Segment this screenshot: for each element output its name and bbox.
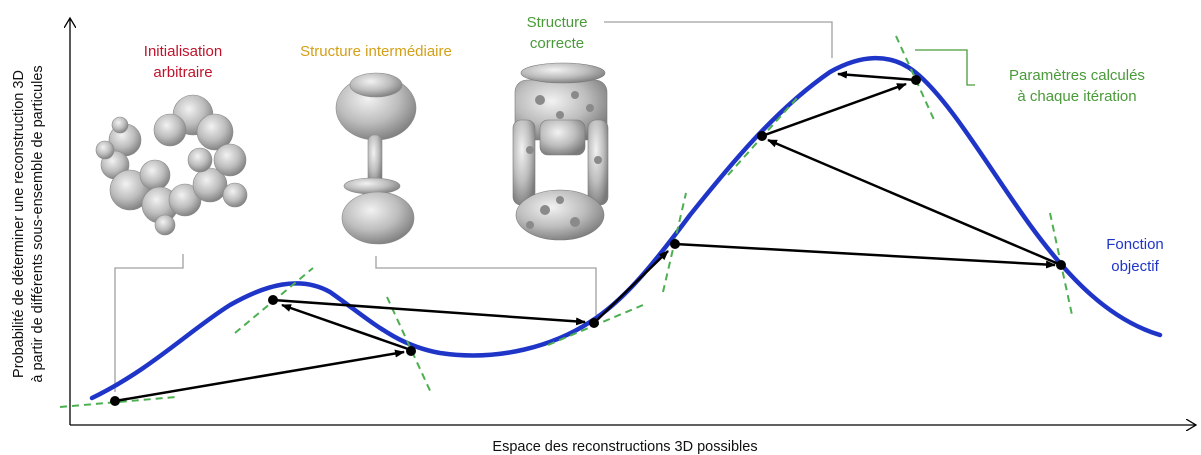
iteration-point (110, 396, 120, 406)
connector-correcte (604, 21, 833, 58)
arrow-4 (593, 250, 669, 324)
arrow-3 (272, 298, 586, 326)
label-parametres-1: Paramètres calculés (1009, 67, 1145, 84)
initialisation-structure-image (95, 94, 248, 236)
arrow-7 (761, 82, 907, 138)
arrow-2 (281, 303, 412, 352)
arrow-6 (767, 138, 1062, 267)
label-fonction-1: Fonction (1106, 236, 1164, 253)
label-parametres-2: à chaque itération (1017, 88, 1136, 105)
correcte-structure-image (512, 62, 609, 241)
iteration-point (757, 131, 767, 141)
iteration-point (268, 295, 278, 305)
label-initialisation-1: Initialisation (144, 43, 222, 60)
tangent-7 (895, 35, 936, 123)
iteration-point (670, 239, 680, 249)
y-axis-label-line1: Probabilité de déterminer une reconstruc… (11, 70, 27, 378)
tangent-1 (59, 396, 177, 408)
x-axis-label: Espace des reconstructions 3D possibles (492, 439, 757, 455)
connector-intermediaire (375, 256, 597, 315)
iteration-point (589, 318, 599, 328)
label-correcte-2: correcte (530, 35, 584, 52)
label-intermediaire: Structure intermédiaire (300, 43, 452, 60)
connector-parametres (915, 49, 975, 86)
arrow-1 (114, 349, 405, 403)
iteration-point (911, 75, 921, 85)
arrow-8 (837, 70, 917, 82)
iteration-point (1056, 260, 1066, 270)
label-initialisation-2: arbitraire (153, 64, 212, 81)
connector-initialisation (114, 254, 184, 392)
y-axis-label-line2: à partir de différents sous-ensemble de … (30, 65, 46, 382)
arrow-5 (674, 242, 1056, 269)
label-correcte-1: Structure (527, 14, 588, 31)
objective-function-curve (89, 55, 1163, 401)
label-fonction-2: objectif (1111, 258, 1159, 275)
intermediaire-structure-image (335, 72, 417, 245)
iteration-point (406, 346, 416, 356)
tangent-3 (386, 296, 433, 396)
